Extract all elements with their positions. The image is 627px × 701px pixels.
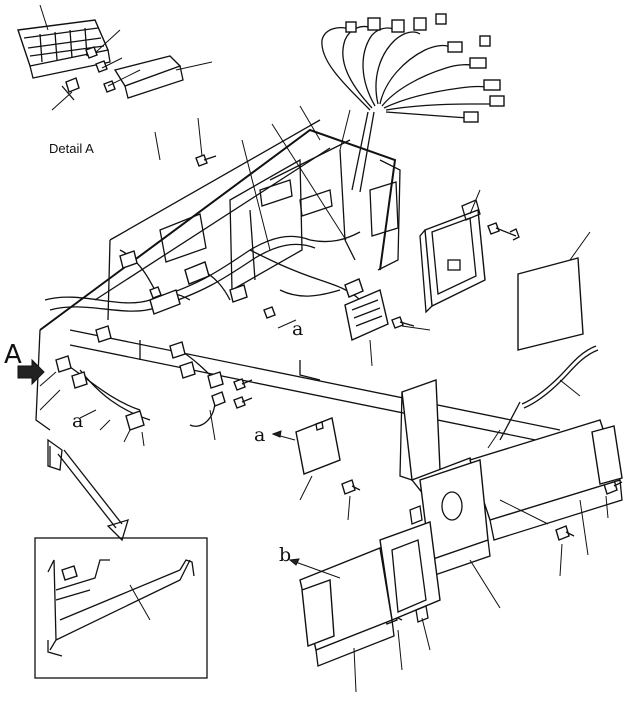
fuse-box-cover <box>113 55 184 99</box>
bolt <box>195 154 217 167</box>
fuse-box-clips <box>61 46 116 101</box>
view-a-label: A <box>4 340 22 370</box>
connector-a-label: a <box>292 318 304 340</box>
detail-pointer <box>57 449 129 542</box>
wiring-harness-upper <box>321 13 505 193</box>
detail-a-label: Detail A <box>49 141 94 156</box>
view-arrow-icon <box>17 358 45 386</box>
fuse-box <box>17 19 111 79</box>
frame-components <box>55 250 248 431</box>
bolt <box>341 479 361 495</box>
leader-lines <box>39 4 609 693</box>
bolt <box>487 222 520 241</box>
bolt <box>233 396 253 409</box>
connector-b-label: b <box>279 544 292 566</box>
wiring-harness-main <box>44 231 361 427</box>
main-frame-bracket <box>35 119 401 431</box>
relay-block <box>344 278 389 341</box>
detail-inset <box>34 537 208 679</box>
bracket-a <box>47 438 63 471</box>
bolt <box>391 316 415 329</box>
bolt <box>149 286 162 299</box>
connector-a-label: a <box>72 410 84 432</box>
lower-frame <box>299 379 623 667</box>
bolt <box>263 306 276 319</box>
connector-arrows <box>79 319 341 579</box>
decal-plate <box>517 257 584 351</box>
flasher-relay <box>295 417 341 475</box>
controller-unit <box>419 199 486 314</box>
cable-right <box>499 345 599 441</box>
cross-beam <box>69 329 561 446</box>
connector-a-label: a <box>254 424 266 446</box>
bolt <box>233 378 253 391</box>
bolt <box>555 525 575 541</box>
